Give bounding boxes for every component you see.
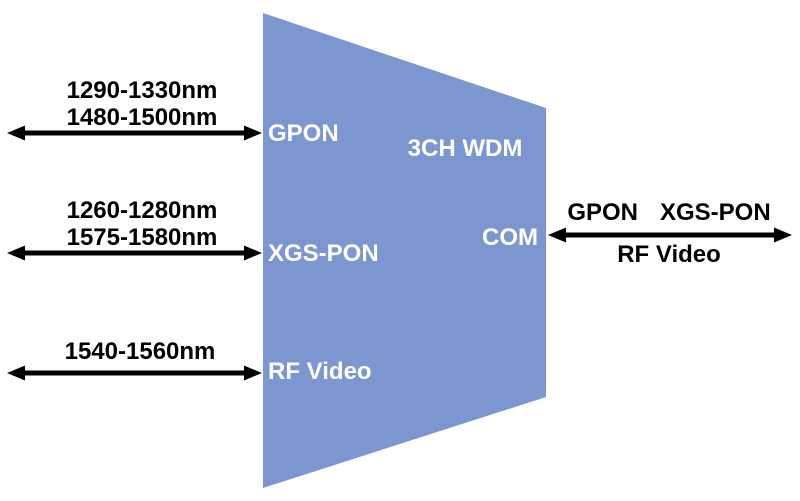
arrowhead-left <box>7 365 25 381</box>
arrowhead-right <box>244 245 262 261</box>
xgs-pon-wavelengths: 1260-1280nm 1575-1580nm <box>30 197 254 251</box>
wavelength-label: 1540-1560nm <box>64 338 216 365</box>
xgs-pon-input-arrow <box>7 245 262 261</box>
port-label-rf-video: RF Video <box>268 358 372 385</box>
arrowhead-right <box>774 227 792 243</box>
arrowhead-right <box>244 365 262 381</box>
wdm-device-body <box>263 13 546 488</box>
port-label-xgs-pon: XGS-PON <box>268 240 379 267</box>
output-signal-rf-video: RF Video <box>617 241 721 268</box>
wavelength-label: 1260-1280nm <box>66 197 218 224</box>
output-signal-gpon: GPON <box>567 199 638 226</box>
wavelength-label: 1480-1500nm <box>66 104 218 131</box>
port-label-com: COM <box>482 224 538 251</box>
gpon-input-arrow <box>7 125 262 141</box>
com-output-arrow <box>548 227 792 243</box>
rf-video-wavelengths: 1540-1560nm <box>28 338 252 365</box>
arrowhead-left <box>548 227 566 243</box>
gpon-wavelengths: 1290-1330nm 1480-1500nm <box>30 77 254 131</box>
arrowhead-right <box>244 125 262 141</box>
device-label: 3CH WDM <box>407 135 523 162</box>
output-signal-xgs-pon: XGS-PON <box>660 199 771 226</box>
rf-video-input-arrow <box>7 365 262 381</box>
port-label-gpon: GPON <box>268 120 339 147</box>
wavelength-label: 1575-1580nm <box>66 224 218 251</box>
wavelength-label: 1290-1330nm <box>66 77 218 104</box>
arrowhead-left <box>7 125 25 141</box>
output-signals-top: GPON XGS-PON <box>552 199 786 226</box>
arrowhead-left <box>7 245 25 261</box>
